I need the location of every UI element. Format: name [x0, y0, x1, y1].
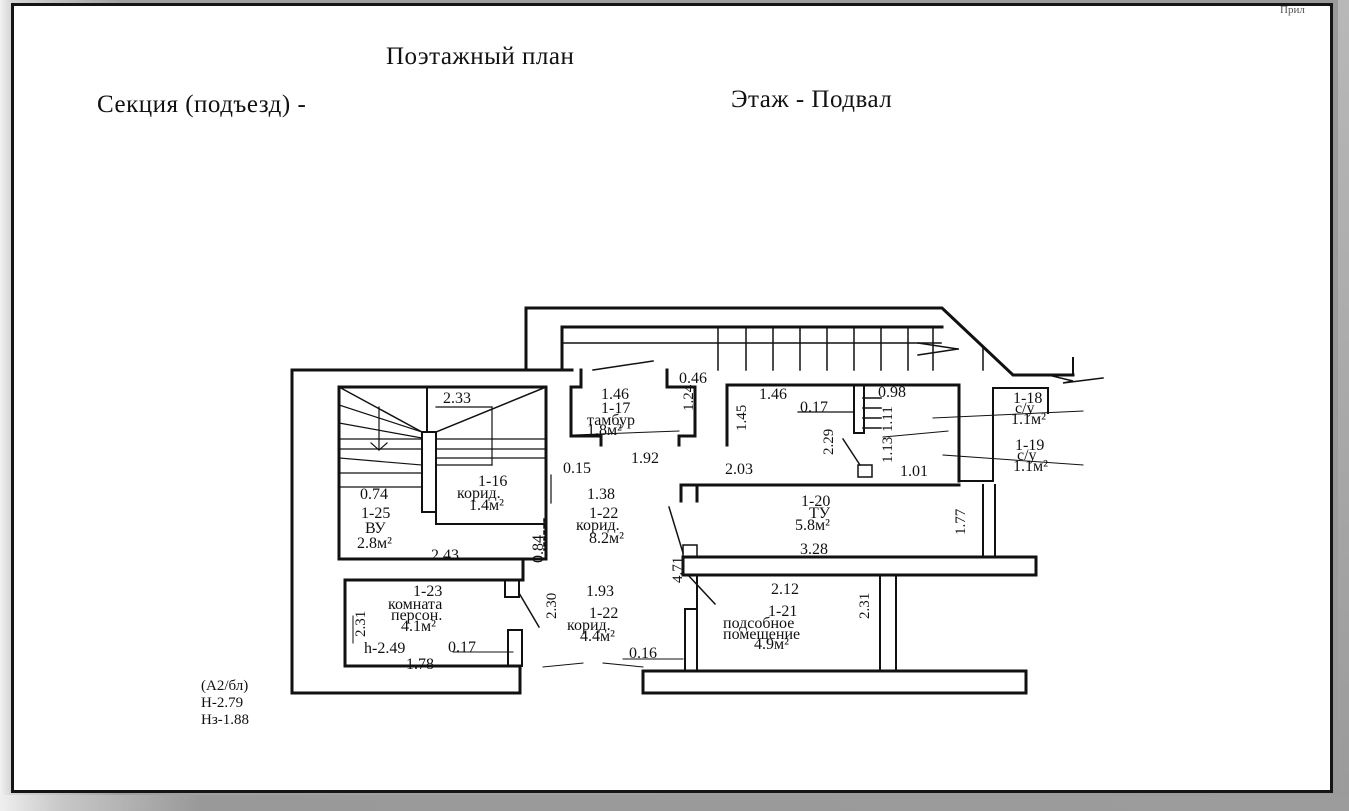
- room-1-25-id: 1-25: [361, 505, 390, 522]
- room-1-21-area: 4.9м²: [754, 636, 789, 653]
- room-1-22a-id: 1-22: [589, 505, 618, 522]
- dim-2-33: 2.33: [443, 390, 471, 407]
- dim-1-77: 1.77: [953, 508, 969, 535]
- sanitary-walls: [725, 383, 1084, 483]
- legend-line-3: Нз-1.88: [201, 712, 250, 728]
- dim-1-24: 1.24: [681, 384, 697, 411]
- legend-line-1: (А2/бл): [201, 678, 249, 694]
- dim-2-12: 2.12: [771, 581, 799, 598]
- document-page: Прил Поэтажный план Секция (подъезд) - Э…: [11, 3, 1333, 793]
- dim-3-28: 3.28: [800, 541, 828, 558]
- dim-2-31a: 2.31: [353, 611, 369, 637]
- entrance-stair: [592, 326, 984, 371]
- dim-0-84: 0.84: [530, 535, 547, 563]
- room-1-18-area: 1.1м²: [1011, 411, 1046, 428]
- room-1-18-id: 1-18: [1013, 390, 1042, 407]
- dim-1-46b: 1.46: [759, 386, 787, 403]
- dim-2-30: 2.30: [544, 593, 560, 619]
- dim-0-17a: 0.17: [800, 399, 828, 416]
- dim-0-16: 0.16: [629, 645, 657, 662]
- room-1-17-name: тамбур: [587, 412, 635, 429]
- legend-line-2: Н-2.79: [201, 695, 244, 711]
- room-1-22b-area: 4.4м²: [580, 628, 615, 645]
- dim-1-93: 1.93: [586, 583, 614, 600]
- room-1-16-name: корид.: [457, 485, 501, 502]
- room-1-16-id: 1-16: [478, 473, 507, 490]
- dim-0-17b: 0.17: [448, 639, 476, 656]
- technical-room-walls: [668, 483, 1038, 577]
- room-1-17-area: 1.8м²: [587, 422, 622, 439]
- room-1-25-area: 2.8м²: [357, 535, 392, 552]
- room-1-25-name: ВУ: [365, 520, 386, 537]
- dim-1-78: 1.78: [406, 656, 434, 673]
- room-1-23-area: 4.1м²: [401, 618, 436, 635]
- room-1-23-name1: комната: [388, 596, 442, 613]
- dim-1-92: 1.92: [631, 450, 659, 467]
- dim-1-38: 1.38: [587, 486, 615, 503]
- page-shadow-right: [1338, 0, 1349, 811]
- dim-2-29: 2.29: [821, 429, 837, 455]
- room-1-21-name1: подсобное: [723, 615, 794, 632]
- section-label: Секция (подъезд) -: [97, 91, 307, 118]
- room-1-20-name: ТУ: [809, 505, 831, 522]
- dim-2-43: 2.43: [431, 547, 459, 564]
- dim-1-46a: 1.46: [601, 386, 629, 403]
- dim-0-74: 0.74: [360, 486, 388, 503]
- dim-2-03: 2.03: [725, 461, 753, 478]
- floor-label: Этаж - Подвал: [731, 86, 893, 113]
- dim-0-98: 0.98: [878, 384, 906, 401]
- dim-1-45: 1.45: [734, 405, 750, 431]
- room-1-19-name: с/у: [1017, 447, 1037, 464]
- page-shadow-bottom: [0, 795, 1349, 811]
- room-1-22b-id: 1-22: [589, 605, 618, 622]
- room-1-22a-area: 8.2м²: [589, 530, 624, 547]
- room-1-19-area: 1.1м²: [1013, 458, 1048, 475]
- room-1-22b-name: корид.: [567, 617, 611, 634]
- room-1-23-height: h-2.49: [364, 640, 405, 657]
- room-1-22a-name: корид.: [576, 517, 620, 534]
- room-1-17-id: 1-17: [601, 400, 630, 417]
- room-1-23-id: 1-23: [413, 583, 442, 600]
- dim-1-13: 1.13: [880, 437, 896, 463]
- floor-plan: 2.33 0.74 1-25 ВУ 2.8м² 2.43 0.84 1-16 к…: [290, 306, 1104, 695]
- dim-1-01: 1.01: [900, 463, 928, 480]
- room-1-20-area: 5.8м²: [795, 517, 830, 534]
- page-title: Поэтажный план: [386, 43, 575, 70]
- dim-2-31b: 2.31: [857, 593, 873, 619]
- dim-0-46: 0.46: [679, 370, 707, 387]
- room-1-19-id: 1-19: [1015, 437, 1044, 454]
- legend-block: (А2/бл) Н-2.79 Нз-1.88: [201, 678, 249, 729]
- dim-4-71: 4.71: [670, 557, 686, 583]
- room-1-16-area: 1.4м²: [469, 497, 504, 514]
- corner-annotation: Прил: [1280, 4, 1305, 16]
- room-1-23-name2: персон.: [391, 607, 442, 624]
- vestibule-walls: [569, 368, 697, 447]
- room-1-21-name2: помещение: [723, 626, 800, 643]
- room-1-20-id: 1-20: [801, 493, 830, 510]
- dim-1-11: 1.11: [880, 406, 896, 432]
- room-1-21-id: 1-21: [768, 603, 797, 620]
- corridor-walls: [343, 557, 1028, 695]
- dim-0-15: 0.15: [563, 460, 591, 477]
- room-1-18-name: с/у: [1015, 400, 1035, 417]
